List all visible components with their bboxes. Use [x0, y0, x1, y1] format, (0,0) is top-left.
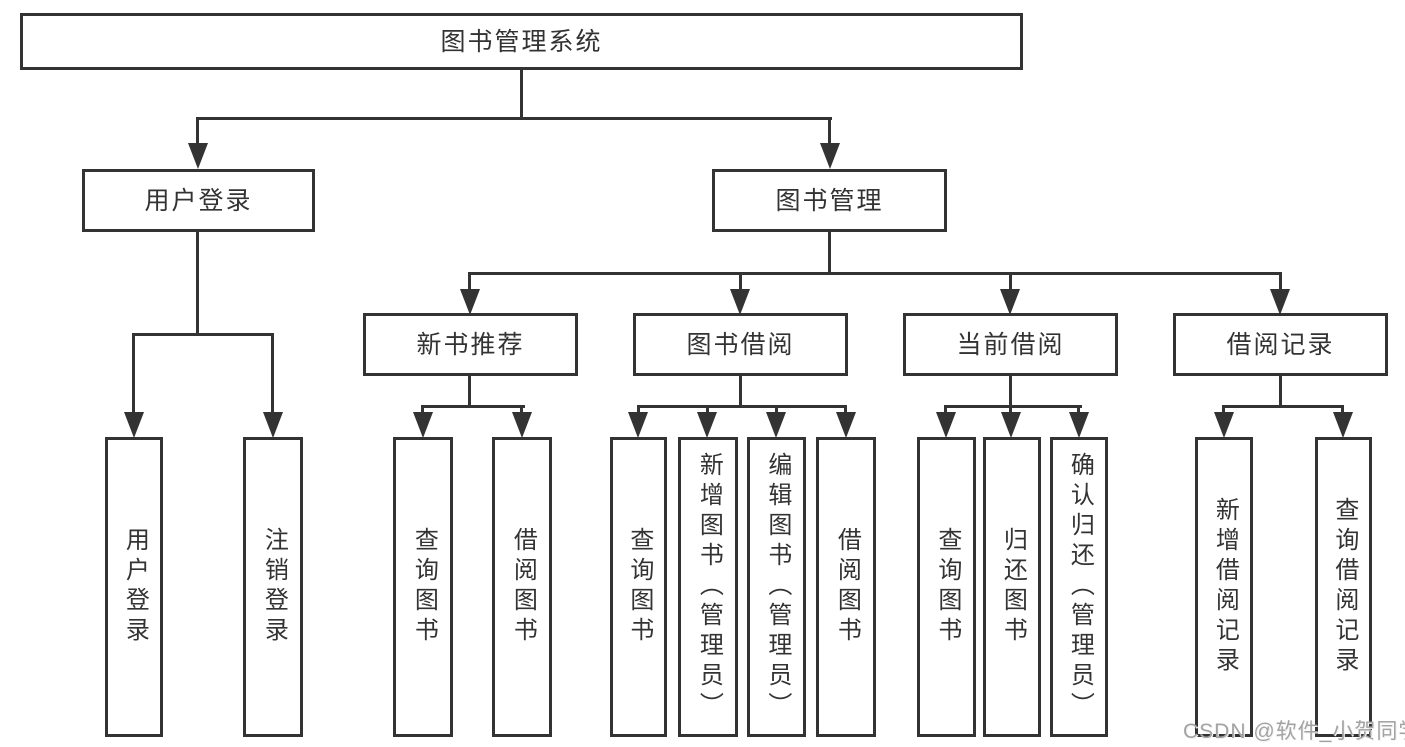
connector-segment: [520, 405, 523, 417]
arrowhead: [263, 412, 283, 438]
connector-segment: [196, 232, 199, 336]
connector-segment: [132, 333, 135, 415]
arrowhead: [1000, 289, 1020, 315]
node-current-borrow: 当前借阅: [903, 313, 1118, 376]
arrowhead: [188, 143, 208, 169]
connector-segment: [1341, 405, 1344, 417]
arrowhead: [1214, 412, 1234, 438]
arrowhead: [1333, 412, 1353, 438]
leaf-query-book-borrow: 查询图书: [610, 437, 667, 737]
arrowhead: [730, 289, 750, 315]
connector-segment: [520, 67, 523, 119]
leaf-borrow-book: 借阅图书: [816, 437, 876, 737]
connector-segment: [1009, 272, 1012, 290]
connector-segment: [828, 232, 831, 274]
connector-segment: [944, 405, 947, 417]
leaf-query-book-recommend: 查询图书: [393, 437, 453, 737]
arrowhead: [628, 412, 648, 438]
leaf-add-book-admin: 新增图书（管理员）: [678, 437, 738, 737]
connector-segment: [468, 376, 471, 408]
connector-segment: [1279, 376, 1282, 408]
node-book-management: 图书管理: [712, 169, 947, 232]
leaf-query-borrow-record: 查询借阅记录: [1315, 437, 1372, 737]
leaf-user-login: 用户登录: [105, 437, 163, 737]
csdn-watermark: CSDN @软件_小贺同学: [1183, 720, 1405, 743]
leaf-query-book-current: 查询图书: [917, 437, 976, 737]
arrowhead: [1069, 412, 1089, 438]
connector-segment: [271, 333, 274, 415]
arrowhead: [836, 412, 856, 438]
arrowhead: [697, 412, 717, 438]
arrowhead: [1001, 412, 1021, 438]
arrowhead: [512, 412, 532, 438]
leaf-edit-book-admin: 编辑图书（管理员）: [747, 437, 806, 737]
connector-segment: [132, 333, 274, 336]
connector-segment: [1222, 405, 1225, 417]
leaf-logout: 注销登录: [243, 437, 303, 737]
arrowhead: [820, 143, 840, 169]
node-book-borrow: 图书借阅: [633, 313, 848, 376]
arrowhead: [1270, 289, 1290, 315]
leaf-add-borrow-record: 新增借阅记录: [1195, 437, 1253, 737]
connector-segment: [1009, 376, 1012, 408]
connector-segment: [1077, 405, 1080, 417]
arrowhead: [124, 412, 144, 438]
connector-segment: [637, 405, 847, 408]
leaf-confirm-return-admin: 确认归还（管理员）: [1050, 437, 1108, 737]
connector-segment: [468, 272, 1281, 275]
arrowhead: [766, 412, 786, 438]
arrowhead: [936, 412, 956, 438]
connector-segment: [775, 405, 778, 417]
arrowhead: [460, 289, 480, 315]
connector-segment: [421, 405, 424, 417]
connector-segment: [739, 272, 742, 290]
node-user-login: 用户登录: [82, 169, 315, 232]
connector-segment: [844, 405, 847, 417]
connector-segment: [706, 405, 709, 417]
connector-segment: [421, 405, 525, 408]
connector-segment: [828, 117, 831, 145]
connector-segment: [1279, 272, 1282, 290]
node-root-library-system: 图书管理系统: [20, 13, 1023, 70]
leaf-return-book: 归还图书: [983, 437, 1041, 737]
node-new-book-recommend: 新书推荐: [363, 313, 578, 376]
connector-segment: [196, 117, 832, 120]
connector-segment: [944, 405, 1082, 408]
connector-segment: [196, 117, 199, 145]
connector-segment: [637, 405, 640, 417]
connector-segment: [1009, 405, 1012, 417]
connector-segment: [1222, 405, 1344, 408]
arrowhead: [413, 412, 433, 438]
connector-segment: [739, 376, 742, 408]
node-borrow-record: 借阅记录: [1173, 313, 1388, 376]
leaf-borrow-book-recommend: 借阅图书: [492, 437, 552, 737]
connector-segment: [468, 272, 471, 290]
